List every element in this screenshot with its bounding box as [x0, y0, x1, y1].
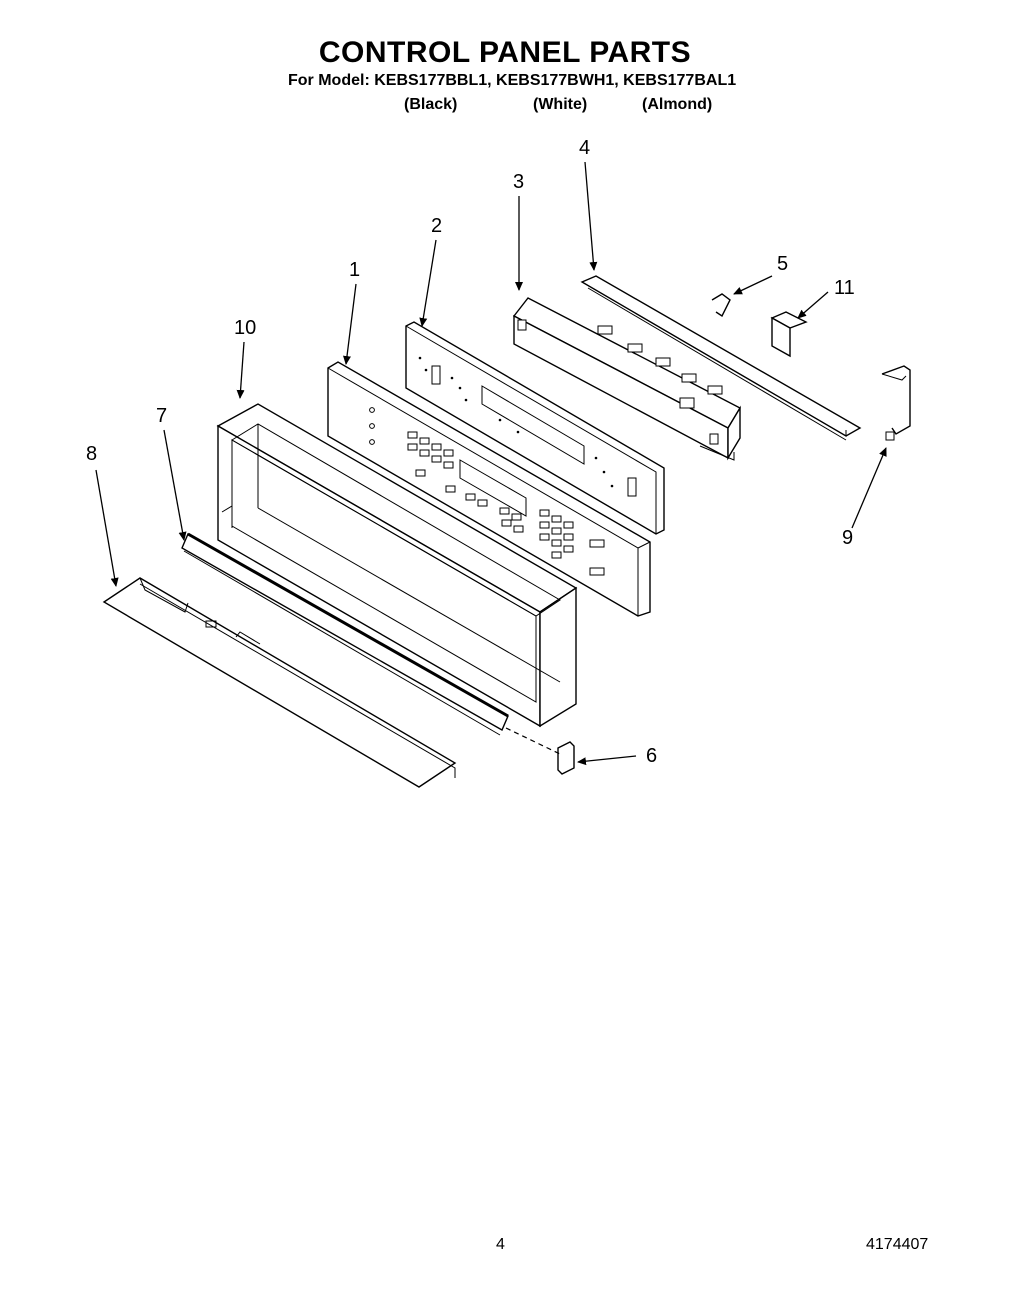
callout-3: 3: [513, 171, 524, 291]
part-6-clip: [505, 727, 575, 775]
svg-text:9: 9: [842, 527, 853, 549]
document-number: 4174407: [866, 1236, 929, 1253]
part-3-control-module: [512, 297, 741, 461]
part-10-frame: [216, 403, 578, 728]
callout-2: 2: [419, 215, 442, 327]
part-1-control-panel: [327, 361, 651, 617]
callout-11: 11: [797, 277, 855, 319]
callout-6: 6: [577, 745, 657, 767]
part-4-rail: [580, 275, 862, 441]
callout-10: 10: [234, 317, 256, 399]
svg-text:10: 10: [234, 317, 256, 339]
callout-9: 9: [842, 447, 887, 549]
part-11-clip: [770, 311, 808, 358]
page-title: CONTROL PANEL PARTS: [318, 36, 692, 69]
part-7-lens-strip: [181, 532, 509, 736]
model-numbers: For Model: KEBS177BBL1, KEBS177BWH1, KEB…: [288, 72, 737, 89]
svg-text:8: 8: [86, 443, 97, 465]
callout-4: 4: [579, 137, 598, 271]
svg-text:1: 1: [349, 259, 360, 281]
color-almond-label: (Almond): [642, 96, 713, 113]
svg-text:5: 5: [777, 253, 788, 275]
part-5-clip: [711, 293, 731, 318]
svg-text:4: 4: [579, 137, 590, 159]
part-2-circuit-board: [405, 321, 665, 535]
part-8-bottom-trim: [102, 577, 457, 788]
page-number: 4: [496, 1236, 505, 1253]
svg-text:2: 2: [431, 215, 442, 237]
color-black-label: (Black): [404, 96, 458, 113]
color-white-label: (White): [533, 96, 588, 113]
part-9-side-bracket: [881, 365, 911, 441]
callout-7: 7: [156, 405, 187, 541]
svg-text:6: 6: [646, 745, 657, 767]
svg-text:3: 3: [513, 171, 524, 193]
svg-text:7: 7: [156, 405, 167, 427]
svg-text:11: 11: [834, 277, 855, 299]
callout-8: 8: [86, 443, 119, 587]
callout-1: 1: [343, 259, 360, 365]
callout-5: 5: [733, 253, 788, 295]
